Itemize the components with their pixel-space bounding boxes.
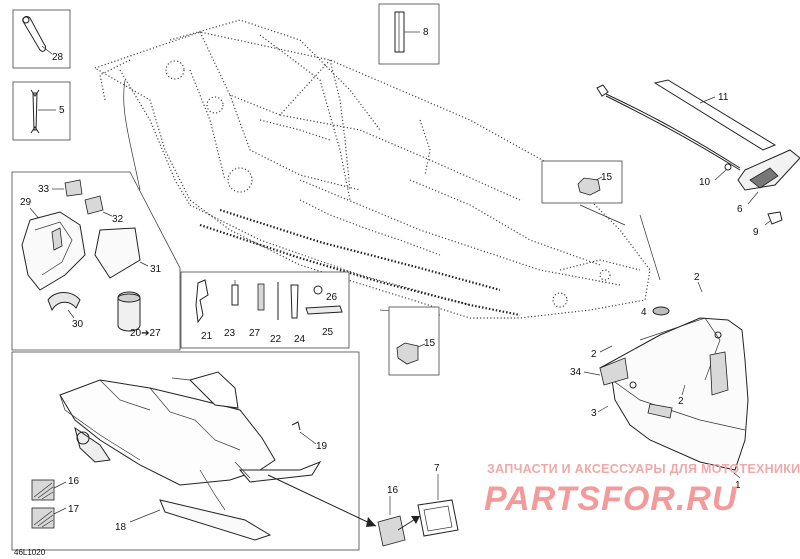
callout-2-mid: 2 [591, 349, 597, 360]
callout-8: 8 [423, 27, 429, 38]
callout-23: 23 [224, 328, 236, 339]
box-28-wrench: 28 [12, 9, 71, 69]
callout-27: 27 [249, 328, 261, 339]
callout-17: 17 [68, 504, 80, 515]
taillight-assembly: 11 10 6 9 [596, 79, 800, 238]
box-15-clip-lower: 15 [388, 306, 440, 376]
box-5-wrench: 5 [12, 81, 71, 141]
callout-2-top: 2 [694, 272, 700, 283]
callout-21: 21 [201, 331, 213, 342]
callout-1: 1 [735, 480, 741, 491]
callout-22: 22 [270, 334, 282, 345]
callout-2-low: 2 [678, 396, 684, 407]
callout-28: 28 [52, 52, 64, 63]
callout-25: 25 [322, 327, 334, 338]
box-left-flap: 33 32 29 31 30 20➔27 [11, 171, 181, 351]
callout-30: 30 [72, 319, 84, 330]
plates-16-7: 16 7 [377, 463, 459, 547]
callout-20-27: 20➔27 [130, 328, 161, 339]
callout-29: 29 [20, 197, 32, 208]
box-15-clip-top: 15 [541, 160, 623, 204]
watermark-logo: PARTSFOR.RU [484, 480, 738, 518]
callout-11: 11 [718, 92, 729, 103]
callout-4: 4 [641, 307, 647, 318]
callout-32: 32 [112, 214, 124, 225]
frame-chassis [93, 19, 651, 319]
callout-15-lower: 15 [424, 338, 436, 349]
callout-9: 9 [753, 227, 759, 238]
box-8-bolt: 8 [378, 3, 440, 65]
callout-19: 19 [316, 441, 328, 452]
callout-16-decal: 16 [68, 476, 80, 487]
callout-33: 33 [38, 184, 50, 195]
callout-16-plate: 16 [387, 485, 399, 496]
callout-26: 26 [326, 292, 338, 303]
reference-code: 46L1020 [14, 548, 46, 557]
callout-18: 18 [115, 522, 127, 533]
callout-15-top: 15 [601, 172, 613, 183]
callout-6: 6 [737, 204, 743, 215]
callout-7: 7 [434, 463, 440, 474]
rear-flap-assembly: 2 4 2 34 2 3 1 [570, 272, 749, 491]
watermark-tagline: ЗАПЧАСТИ И АКСЕССУАРЫ ДЛЯ МОТОТЕХНИКИ [487, 462, 800, 476]
callout-34: 34 [570, 367, 582, 378]
callout-3: 3 [591, 408, 597, 419]
callout-24: 24 [294, 334, 306, 345]
callout-31: 31 [150, 264, 162, 275]
watermark: ЗАПЧАСТИ И АКСЕССУАРЫ ДЛЯ МОТОТЕХНИКИ PA… [484, 462, 800, 518]
callout-10: 10 [699, 177, 711, 188]
callout-5: 5 [59, 105, 65, 116]
box-snowmobile: 19 18 16 17 [11, 351, 377, 551]
box-tools: 21 23 27 22 24 26 25 [180, 271, 350, 349]
